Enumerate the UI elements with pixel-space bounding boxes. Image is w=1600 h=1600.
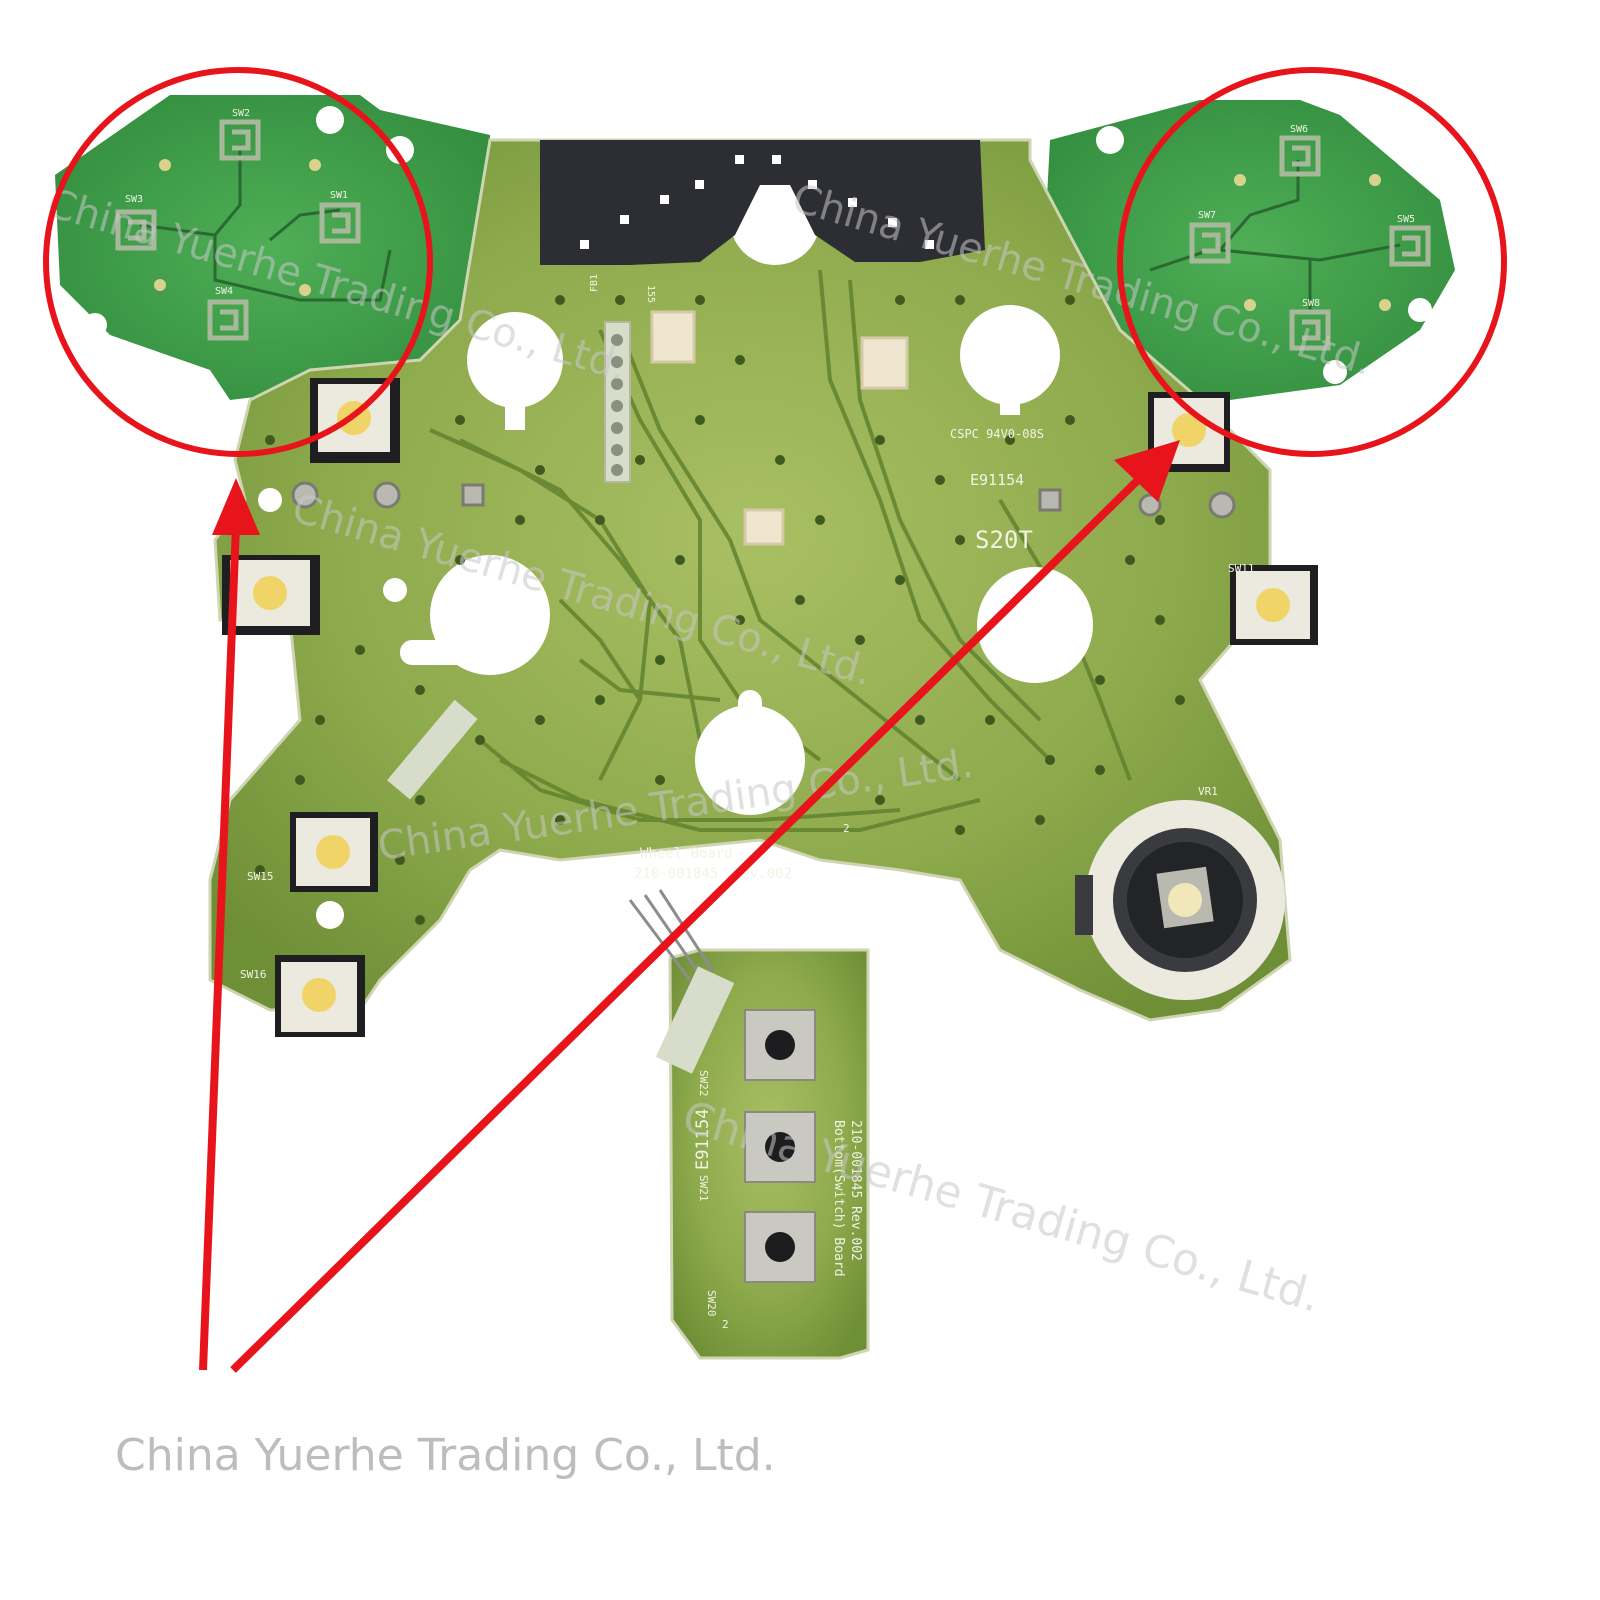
- label-sw7: SW7: [1198, 210, 1216, 221]
- right-pad-contacts: [1149, 135, 1431, 351]
- arrow-head-left: [212, 478, 260, 535]
- label-sw15: SW15: [247, 870, 274, 883]
- switch-sw11: [1230, 565, 1318, 645]
- switch-left-mid: [222, 555, 320, 635]
- label-sw1: SW1: [330, 190, 348, 201]
- label-sw3: SW3: [125, 194, 143, 205]
- label-wheel-part: 210-001845: [634, 866, 718, 882]
- label-sw4: SW4: [215, 286, 233, 297]
- sub-board-title: Bottom(Switch) Board: [831, 1120, 846, 1277]
- main-pcb: [208, 138, 1292, 1022]
- highlight-circle-right: [1117, 67, 1507, 457]
- label-sw5: SW5: [1397, 214, 1415, 225]
- sub-board-part: 210-001845 Rev.002: [848, 1120, 863, 1261]
- label-sw11: SW11: [1228, 562, 1255, 575]
- highlight-circle-left: [43, 67, 433, 457]
- sub-board-e-code: E91154: [693, 1109, 713, 1170]
- header-connector: [604, 321, 631, 483]
- sub-board-number: 2: [722, 1318, 729, 1331]
- left-flex-pad: [55, 95, 490, 400]
- label-s20t: S20T: [975, 526, 1033, 554]
- watermark-bottom: China Yuerhe Trading Co., Ltd.: [115, 1430, 776, 1481]
- label-csp: CSPC 94V0-08S: [950, 427, 1044, 441]
- label-board-number: 2: [843, 822, 850, 835]
- label-wheel-rev: Rev.002: [733, 866, 792, 882]
- left-pad-contacts: [115, 119, 392, 341]
- label-155: 155: [645, 285, 656, 303]
- label-sw2: SW2: [232, 108, 250, 119]
- switch-sw15: [290, 812, 378, 892]
- annotations: [43, 67, 1507, 1373]
- sub-switch-sw22: [744, 1009, 816, 1081]
- sub-board: Bottom(Switch) Board 210-001845 Rev.002 …: [628, 889, 870, 1360]
- sub-switch-sw20: [744, 1211, 816, 1283]
- label-wheel-board: Wheel Board: [640, 846, 733, 862]
- label-sw8: SW8: [1302, 298, 1320, 309]
- label-sw21: SW21: [697, 1175, 710, 1202]
- label-sw22: SW22: [697, 1070, 710, 1097]
- arrow-line-left: [199, 524, 240, 1371]
- label-vr1: VR1: [1198, 785, 1218, 798]
- arrow-line-right: [230, 475, 1143, 1373]
- label-sw6: SW6: [1290, 124, 1308, 135]
- small-header: [387, 699, 478, 800]
- label-fb1: FB1: [589, 274, 600, 292]
- switch-top-left: [310, 378, 400, 463]
- joystick-module: [1075, 800, 1285, 1000]
- label-sw20: SW20: [705, 1290, 718, 1317]
- label-sw16: SW16: [240, 968, 267, 981]
- led-cover: [540, 140, 985, 265]
- sub-switch-sw21: [744, 1111, 816, 1183]
- switch-sw16: [275, 955, 365, 1037]
- arrow-head-right: [1114, 440, 1180, 502]
- label-e-code: E91154: [970, 471, 1024, 489]
